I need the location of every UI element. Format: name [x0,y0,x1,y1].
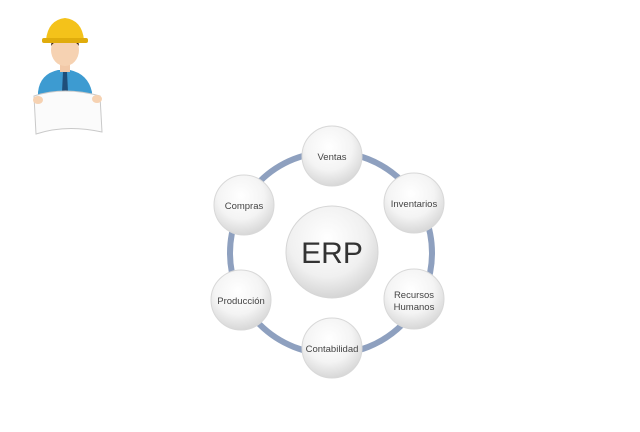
node-contabilidad: Contabilidad [301,317,363,379]
center-node-erp: ERP [285,205,379,299]
node-label: Recursos [394,290,434,301]
node-ventas: Ventas [301,125,363,187]
node-label: Compras [225,201,264,212]
node-inventarios: Inventarios [383,172,445,234]
node-label: Ventas [317,152,346,163]
node-produccion: Producción [210,269,272,331]
node-label: Contabilidad [306,344,359,355]
engineer-holding-blueprint-icon [33,18,103,135]
node-recursos-humanos: Recursos Humanos [383,268,445,330]
node-compras: Compras [213,174,275,236]
center-label: ERP [301,237,363,270]
node-label: Inventarios [391,199,438,210]
node-label: Producción [217,296,265,307]
node-label-line2: Humanos [394,302,435,313]
